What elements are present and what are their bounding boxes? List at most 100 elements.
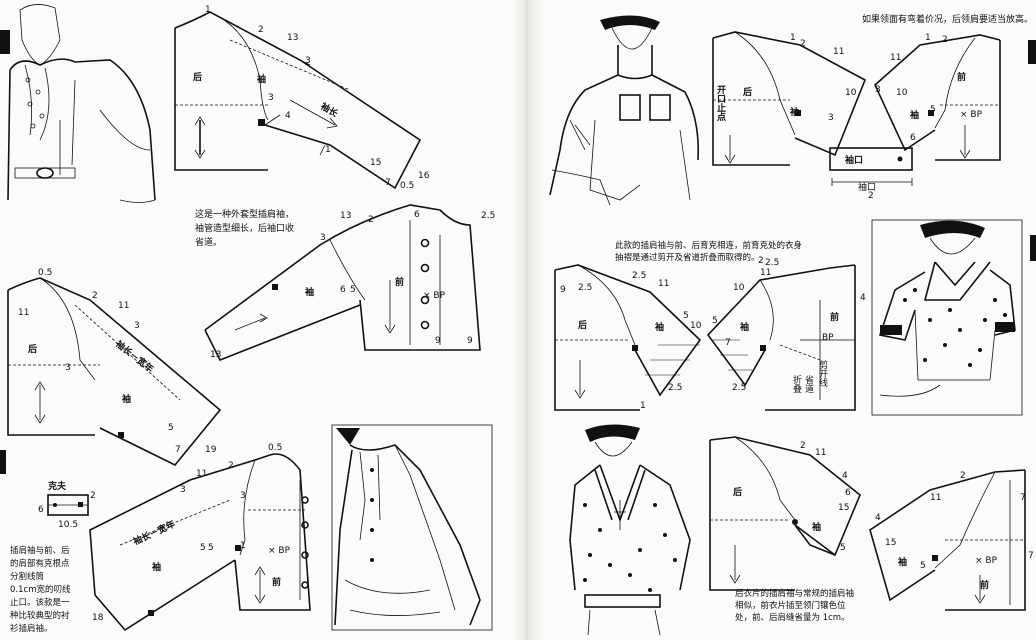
dim-label: 6 — [910, 133, 916, 143]
edge-mark-left-bottom — [0, 450, 6, 474]
bp-mark: × BP — [960, 110, 983, 120]
dim-label: 10 — [690, 321, 702, 331]
dim-label: 7 — [175, 445, 181, 455]
dim-label: 2 — [258, 25, 264, 35]
pattern-diagram-5-front: 前 袖 × BP 1 2 11 10 5 3 6 — [874, 33, 1001, 161]
edge-mark-left-top — [0, 30, 10, 54]
dim-label: 6 — [414, 210, 420, 220]
dim-label: 6 — [38, 505, 44, 515]
dim-label: 2 — [92, 291, 98, 301]
label-sleeve: 袖 — [739, 321, 749, 333]
pattern-diagram-6-back: 后 袖 9 2.5 11 2.5 5 10 2.5 1 — [554, 264, 702, 411]
dim-label: 15 — [838, 503, 849, 513]
label-fold: 折叠 — [791, 374, 802, 393]
dim-label: 4 — [860, 293, 866, 303]
dim-label: 6 — [845, 488, 851, 498]
label-front: 前 — [830, 311, 839, 323]
dim-label: 2 — [868, 191, 874, 201]
pattern-diagram-7-front: 前 袖 × BP 4 2 11 15 5 7 7 — [869, 469, 1034, 611]
label-sleeve: 袖 — [897, 556, 907, 568]
fashion-sketch-blouse-bow — [569, 424, 691, 636]
label-back: 后 — [28, 343, 37, 355]
dim-label: 15 — [885, 538, 896, 548]
dim-label: 1 — [925, 33, 931, 43]
dim-label: 15 — [370, 158, 381, 168]
label-front: 前 — [957, 71, 966, 83]
label-back: 后 — [743, 86, 752, 98]
dim-label: 11 — [930, 493, 941, 503]
label-sleeve: 袖 — [256, 73, 266, 85]
dim-label: 5 — [168, 423, 174, 433]
dim-label: 9 — [435, 336, 441, 346]
dim-label: 10.5 — [58, 520, 78, 530]
dim-label: 5 — [930, 105, 936, 115]
bp-mark: × BP — [975, 556, 998, 566]
dim-label: 5 — [683, 311, 689, 321]
dim-label: 3 — [828, 113, 834, 123]
label-front: 前 — [980, 579, 989, 591]
label-back: 后 — [193, 71, 202, 83]
dim-label: 1 — [640, 401, 646, 411]
dim-label: 2 — [228, 461, 234, 471]
dim-label: 3 — [320, 233, 326, 243]
dim-label: 11 — [833, 47, 844, 57]
cuff-detail-right: 袖口 袖口 2 — [829, 147, 913, 201]
cuff-label: 袖口 — [858, 181, 876, 193]
dim-label: 5 — [208, 543, 214, 553]
dim-label: 11 — [18, 308, 29, 318]
pattern-diagram-2: 袖 前 × BP 13 2 3 6 2.5 13 6 5 9 9 — [204, 204, 495, 362]
edge-mark-right-top — [1028, 40, 1036, 64]
dim-label: 2 — [90, 491, 96, 501]
pattern-diagram-1: 后 袖 袖长 1 2 13 3 3 4 1 15 7 0.5 16 — [174, 5, 430, 191]
dim-label: 10 — [733, 283, 745, 293]
label-sleeve: 袖 — [654, 321, 664, 333]
dim-label: 19 — [205, 445, 217, 455]
fashion-sketch-turtleneck — [549, 15, 700, 206]
dim-label: 5 — [920, 561, 926, 571]
dim-label: 10 — [845, 88, 857, 98]
dim-label: 11 — [760, 268, 771, 278]
dim-label: 10 — [896, 88, 908, 98]
label-sleeve: 袖 — [909, 109, 919, 121]
label-back: 后 — [733, 486, 742, 498]
dim-label: 16 — [418, 171, 430, 181]
dim-label: 1 — [205, 5, 211, 15]
dim-label: 7 — [1020, 493, 1026, 503]
dim-label: 11 — [118, 301, 129, 311]
dim-label: 11 — [196, 469, 207, 479]
dim-label: 0.5 — [268, 443, 282, 453]
dim-label: 4 — [285, 111, 291, 121]
caption-yoke-raglan: 此款的插肩袖与前、后育克相连，前育克处的衣身抽褶是通过剪开及省道折叠而取得的。 — [615, 241, 803, 263]
dim-label: 1 — [325, 145, 331, 155]
edge-mark-right-bottom — [1030, 235, 1036, 261]
dim-label: 2 — [942, 35, 948, 45]
fashion-sketch-shirt — [331, 424, 493, 631]
pattern-diagram-4: 袖 前 × BP 袖长－宽年 19 0.5 2 11 3 3 5 5 1 18 — [89, 443, 311, 632]
dim-label: 3 — [305, 56, 311, 66]
label-dart: 省道 — [803, 374, 814, 394]
dim-label: 2 — [800, 441, 806, 451]
dim-label: 3 — [134, 321, 140, 331]
dim-label: 6 — [340, 285, 346, 295]
dim-label: 11 — [658, 279, 669, 289]
dim-label: 2.5 — [632, 271, 646, 281]
dim-label: 3 — [65, 363, 71, 373]
book-gutter — [512, 0, 542, 640]
dim-label: 2.5 — [481, 211, 495, 221]
dim-label: 5 — [200, 543, 206, 553]
dim-label: 7 — [725, 338, 731, 348]
caption-top: 如果领面有弯着价况，后领肩要适当放高。 — [862, 13, 1033, 25]
label-cut-line: 剪开线 — [817, 359, 828, 387]
label-front: 前 — [272, 576, 281, 588]
label-sleeve: 袖 — [121, 393, 131, 405]
label-sleeve-length: 袖长－宽年 — [130, 518, 177, 548]
caption-back-raglan: 后衣片的插肩袖与常规的插肩袖相似，前衣片插至领门镶色位处，前、后肩缝省量为 1c… — [735, 589, 855, 623]
dim-label: 4 — [842, 471, 848, 481]
dim-label: 3 — [240, 491, 246, 501]
label-back: 后 — [578, 319, 587, 331]
cuff-title: 袖口 — [844, 154, 863, 166]
dim-label: 13 — [340, 211, 351, 221]
cuff-detail: 克夫 2 6 10.5 — [38, 480, 96, 530]
